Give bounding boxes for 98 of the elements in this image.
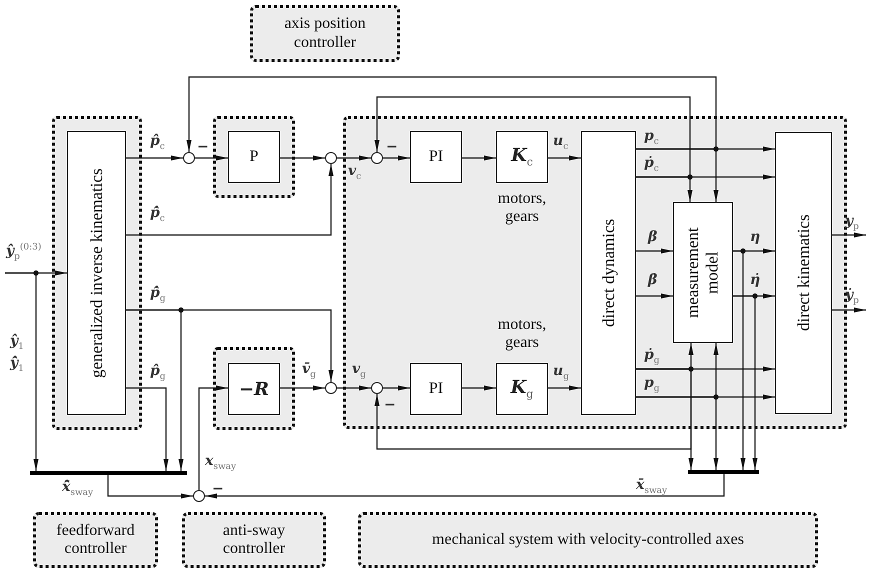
signal-arrow [636, 294, 673, 298]
gain-block [496, 363, 548, 415]
signal-arrow [126, 156, 183, 160]
signal-label: η [750, 230, 760, 246]
process-block [581, 131, 636, 415]
process-block [775, 132, 832, 414]
summing-junction [325, 382, 337, 394]
signal-arrow [832, 232, 866, 238]
signal-label: ṗ$_{g}$ [644, 348, 660, 367]
block-label: direct kinematics [794, 214, 814, 334]
signal-arrow [186, 76, 717, 152]
signal-arrow [107, 475, 193, 498]
caption-text: axis position controller [283, 15, 367, 52]
block-label: generalized inverse kinematics [86, 167, 106, 380]
signal-arrow [5, 272, 38, 471]
signal-label: x$_{sway}$ [205, 454, 236, 473]
signal-arrow [733, 250, 746, 470]
group-frame [213, 116, 295, 198]
signal-label: x̄̂$_{sway}$ [62, 480, 94, 499]
block-label: P [250, 148, 258, 166]
summing-junction [371, 382, 383, 394]
signal-arrow [195, 156, 228, 160]
summing-junction [325, 152, 337, 164]
signal-arrow [383, 156, 410, 160]
signal-label: ṗ$_{c}$ [644, 156, 659, 175]
signal-arrow [126, 309, 184, 471]
caption-text: anti-sway controller [222, 522, 286, 558]
signal-arrow [337, 156, 371, 160]
signal-arrow [383, 386, 410, 390]
signal-arrow [462, 386, 496, 390]
signal-label: ṗ̂$_{c}$ [150, 206, 165, 225]
process-block [410, 131, 462, 183]
block-label: measurement model [683, 226, 723, 320]
annotation-text: motors, gears [496, 316, 548, 353]
signal-label: ẏ$_{p}$ [845, 288, 859, 307]
group-caption-box [182, 512, 326, 568]
signal-arrow [374, 96, 691, 178]
gain-block [228, 363, 280, 415]
group-frame [52, 116, 142, 430]
signal-arrow [126, 387, 168, 471]
annotation-text: motors, gears [496, 190, 548, 227]
signal-arrow [733, 295, 758, 470]
summing-junction [371, 152, 383, 164]
signal-arrow [548, 386, 581, 390]
caption-text: mechanical system with velocity-controlled axes [432, 530, 744, 550]
signal-arrow [126, 164, 334, 236]
group-caption-box [358, 512, 818, 568]
signal-arrow [636, 248, 673, 254]
signal-arrow [337, 386, 371, 390]
signal-arrow [280, 156, 325, 160]
signal-label: − [384, 398, 396, 414]
signal-arrow [198, 386, 228, 490]
signal-label: p$_{g}$ [644, 376, 660, 395]
signal-label: v$_{g}$ [352, 362, 366, 381]
process-block [673, 202, 733, 343]
signal-arrow [374, 368, 692, 450]
signal-label: β̇ [648, 273, 658, 288]
signal-label: − [197, 140, 209, 156]
signal-label: − [212, 482, 224, 498]
signal-label: ŷ$_{1}$ [10, 334, 24, 353]
gain-block [496, 131, 548, 183]
signal-label: u$_{c}$ [553, 134, 568, 153]
block-label: PI [428, 380, 444, 398]
summing-junction [193, 490, 205, 502]
bus-bar [688, 470, 759, 474]
gain-symbol: K$_{g}$ [510, 377, 534, 401]
gain-symbol: K$_{c}$ [511, 145, 533, 169]
signal-arrow [636, 396, 718, 470]
signal-label: p$_{c}$ [644, 129, 659, 148]
signal-label: x̄$_{sway}$ [636, 478, 668, 497]
signal-label: p̂$_{g}$ [150, 364, 166, 383]
process-block [410, 363, 462, 415]
signal-arrow [205, 474, 725, 498]
summing-junction [183, 152, 195, 164]
signal-label: η̇ [750, 273, 760, 288]
block-label: direct dynamics [598, 218, 618, 330]
caption-text: feedforward controller [55, 522, 136, 558]
bus-bar [30, 471, 187, 475]
signal-label: − [386, 140, 398, 156]
signal-label: p̂$_{c}$ [150, 134, 165, 153]
gain-symbol: −R [238, 378, 270, 400]
signal-arrow [280, 386, 325, 390]
group-frame [213, 347, 295, 430]
group-caption-box [250, 5, 400, 62]
block-label: PI [428, 148, 444, 166]
signal-label: β [648, 230, 658, 246]
signal-arrow [548, 156, 581, 160]
signal-arrow [832, 308, 866, 312]
process-block [228, 131, 280, 183]
signal-label: u$_{g}$ [553, 364, 569, 383]
group-caption-box [33, 512, 158, 568]
signal-arrow [462, 156, 496, 160]
signal-label: ẏ̂$_{1}$ [10, 356, 24, 375]
signal-label: y$_{p}$ [845, 214, 859, 233]
signal-label: v$_{c}$ [348, 164, 362, 183]
signal-label: ṗ̂$_{g}$ [150, 286, 166, 305]
process-block [67, 131, 126, 415]
signal-label: v̄$_{g}$ [302, 362, 316, 381]
